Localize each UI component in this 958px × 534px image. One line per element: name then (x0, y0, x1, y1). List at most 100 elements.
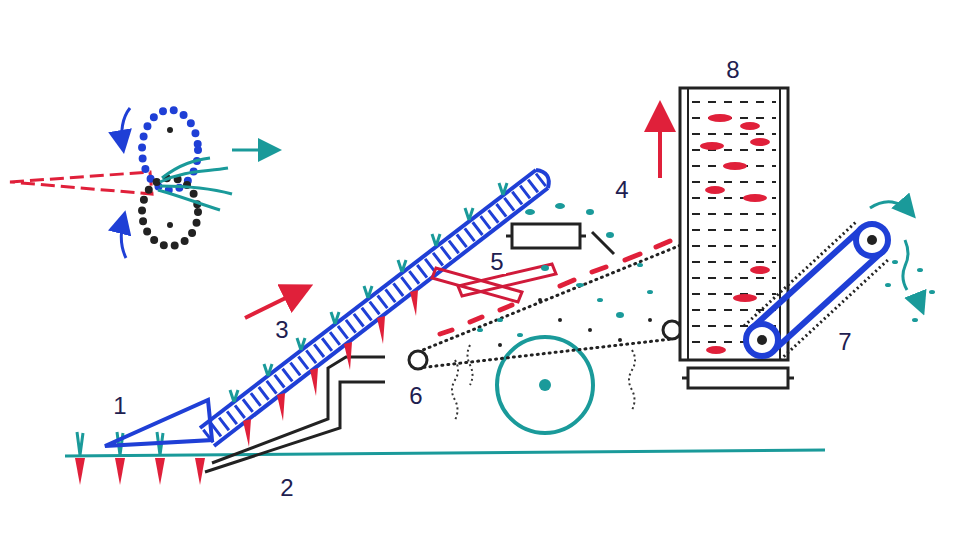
debris (477, 203, 693, 347)
topping-roller (512, 224, 580, 248)
lifting-belt (230, 183, 507, 402)
debris (616, 312, 624, 318)
elevator (692, 213, 776, 215)
debris (498, 343, 502, 347)
debris (525, 209, 535, 215)
callout-number: 1 (111, 394, 128, 418)
topping-roller (506, 224, 614, 254)
tops-conveyor (885, 283, 891, 287)
debris (497, 318, 503, 322)
callout-number: 3 (273, 318, 290, 342)
tops-conveyor (885, 260, 935, 322)
tops-conveyor (757, 335, 767, 345)
elevator (733, 294, 757, 302)
wheel (497, 337, 593, 433)
inset-rollers (232, 149, 276, 152)
inset-rollers (122, 108, 130, 148)
separating-conveyor (452, 345, 635, 420)
elevator (750, 266, 770, 274)
lifting-belt (536, 170, 549, 188)
elevator (682, 377, 688, 380)
elevator (680, 88, 788, 360)
elevator (692, 117, 776, 119)
debris (597, 298, 603, 302)
callout-number: 5 (488, 250, 505, 274)
debris (586, 209, 594, 215)
plough-share (205, 357, 385, 472)
separating-conveyor (409, 351, 427, 369)
elevator (708, 114, 732, 122)
carrots-in-ground (195, 458, 205, 485)
ground-line (65, 450, 825, 456)
tops-conveyor (917, 268, 923, 272)
carrots-in-ground (115, 458, 125, 485)
elevator (692, 102, 776, 342)
elevator (723, 162, 747, 170)
lifting-belt (200, 170, 536, 428)
debris (517, 333, 523, 337)
debris (538, 298, 542, 302)
tops-conveyor (856, 224, 888, 256)
debris (647, 290, 653, 294)
elevator (660, 88, 794, 388)
lifting-belt (245, 288, 306, 318)
inset-rollers (167, 222, 173, 228)
callout-number: 4 (613, 178, 630, 202)
elevator (700, 142, 724, 150)
debris (576, 283, 584, 287)
elevator (743, 194, 767, 202)
topping-roller (592, 232, 614, 254)
tops-conveyor (744, 222, 890, 360)
debris (618, 338, 622, 342)
carrots-in-ground (155, 458, 165, 485)
inset-rollers (167, 127, 173, 133)
topping-roller (506, 235, 512, 238)
wheel (497, 337, 593, 433)
inset-rollers (121, 216, 126, 258)
elevator (692, 133, 776, 135)
debris (648, 318, 652, 322)
lifting-belt (207, 179, 542, 437)
elevator (692, 149, 776, 151)
wheel (539, 379, 551, 391)
inset-rollers (10, 108, 276, 258)
tops-conveyor (929, 290, 935, 294)
tops-conveyor (746, 324, 778, 356)
elevator (658, 108, 662, 178)
callout-number: 7 (836, 330, 853, 354)
callout-number: 2 (278, 476, 295, 500)
debris (558, 318, 562, 322)
elevator (692, 229, 776, 231)
tops-conveyor (892, 260, 898, 264)
debris (637, 263, 643, 267)
tops-conveyor (867, 235, 877, 245)
tops-conveyor (744, 202, 935, 360)
cleaning-bars (458, 264, 556, 296)
elevator (692, 181, 776, 183)
elevator (692, 261, 776, 263)
carrots-in-ground (75, 458, 85, 485)
separating-conveyor (663, 321, 681, 339)
elevator (692, 101, 776, 103)
tops-conveyor (912, 318, 918, 322)
elevator (705, 186, 725, 194)
callout-number: 8 (724, 58, 741, 82)
lifting-belt (214, 188, 548, 446)
inset-rollers (10, 172, 152, 194)
debris (606, 232, 614, 238)
elevator (779, 88, 781, 360)
elevator (692, 293, 776, 295)
elevator (706, 346, 726, 354)
elevator (740, 122, 760, 130)
elevator (687, 88, 689, 360)
elevator (788, 377, 794, 380)
elevator (692, 277, 776, 279)
tops-conveyor (903, 240, 922, 310)
debris (477, 328, 483, 332)
elevator (692, 245, 776, 247)
callout-number: 6 (407, 384, 424, 408)
elevator (688, 368, 788, 388)
debris (541, 265, 549, 271)
lifting-belt (200, 170, 549, 447)
